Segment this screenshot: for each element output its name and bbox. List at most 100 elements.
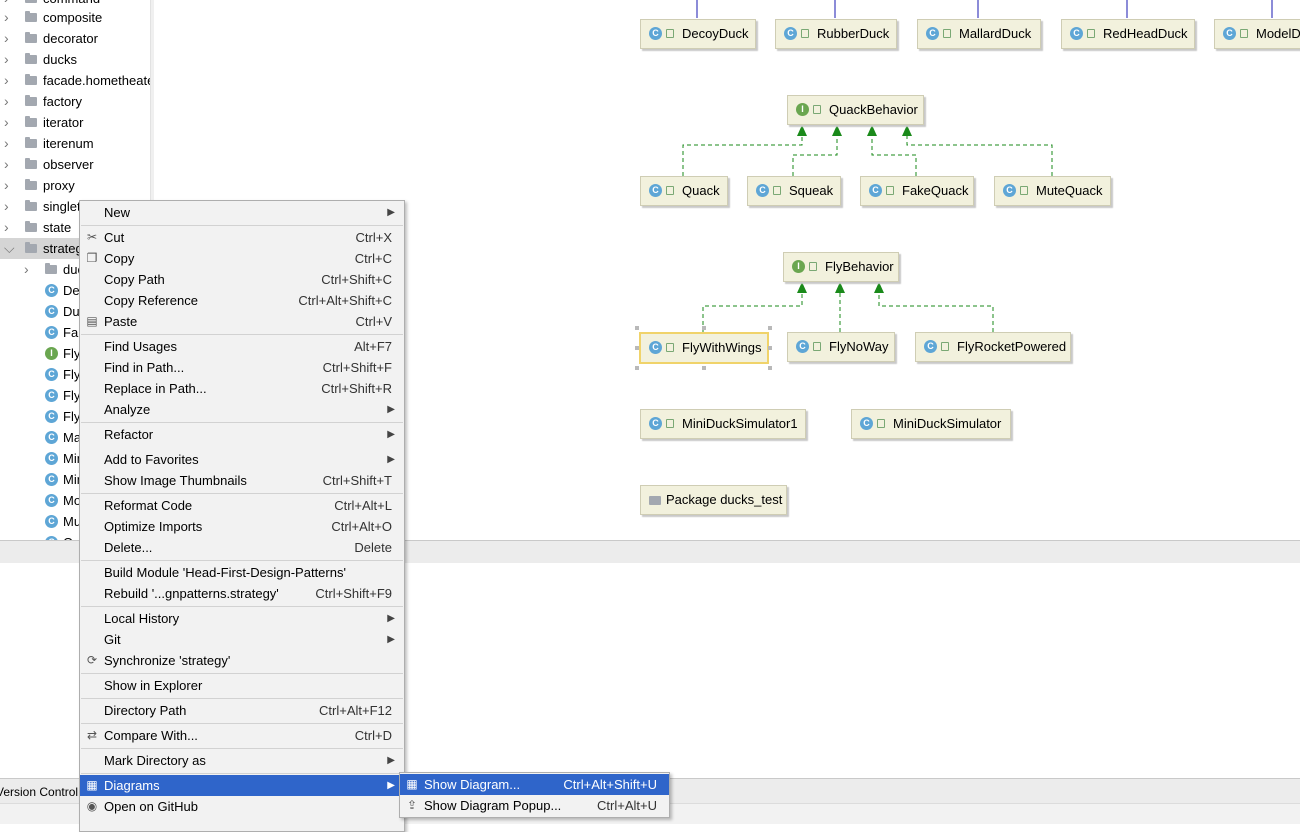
menu-item-git[interactable]: Git▶ [80,629,404,650]
lock-icon [943,29,951,38]
menu-item-refactor[interactable]: Refactor ▶ [80,424,404,445]
selection-handle[interactable] [635,366,639,370]
chevron-right-icon[interactable]: › [4,135,9,151]
tree-item-label: observer [43,157,94,172]
menu-separator [81,422,403,423]
menu-item-synchronize-strategy[interactable]: ⟳Synchronize 'strategy' [80,650,404,671]
class-icon: C [45,410,58,423]
class-icon: C [45,431,58,444]
realization-line-squeak [792,126,838,176]
menu-item-build-module-head-first-design-patterns[interactable]: Build Module 'Head-First-Design-Patterns… [80,562,404,583]
selection-handle[interactable] [702,326,706,330]
node-modelduck[interactable]: CModelDuck [1214,19,1300,49]
version-control-tab[interactable]: Version Control [0,785,79,799]
submenu-item-show-diagram-popup[interactable]: ⇪Show Diagram Popup...Ctrl+Alt+U [400,795,669,816]
menu-item-find-in-path[interactable]: Find in Path...Ctrl+Shift+F [80,357,404,378]
inheritance-arrow-icon [874,282,884,293]
node-label: Quack [682,183,720,198]
node-label: Squeak [789,183,834,198]
menu-item-label: Refactor [104,427,154,442]
node-package-ducks-test[interactable]: Package ducks_test [640,485,787,515]
chevron-right-icon[interactable]: › [4,156,9,172]
node-label: DecoyDuck [682,26,749,41]
selection-handle[interactable] [635,326,639,330]
chevron-right-icon[interactable]: › [24,261,29,277]
selection-handle[interactable] [635,346,639,350]
class-icon: C [860,417,873,430]
chevron-right-icon[interactable]: › [4,177,9,193]
menu-item-diagrams[interactable]: ▦Diagrams▶ [80,775,404,796]
menu-item-open-on-github[interactable]: ◉Open on GitHub [80,796,404,817]
submenu-arrow-icon: ▶ [387,780,395,791]
chevron-right-icon[interactable]: › [4,30,9,46]
menu-item-local-history[interactable]: Local History▶ [80,608,404,629]
folder-icon [45,263,57,274]
menu-item-compare-with[interactable]: ⇄Compare With...Ctrl+D [80,725,404,746]
menu-item-replace-in-path[interactable]: Replace in Path...Ctrl+Shift+R [80,378,404,399]
menu-separator [81,748,403,749]
chevron-right-icon[interactable]: › [4,9,9,25]
menu-item-rebuild-gnpatterns-strategy[interactable]: Rebuild '...gnpatterns.strategy'Ctrl+Shi… [80,583,404,604]
interface-icon: I [45,347,58,360]
chevron-right-icon[interactable]: › [4,219,9,235]
chevron-right-icon[interactable]: › [4,198,9,214]
chevron-right-icon[interactable]: › [4,72,9,88]
menu-item-label: Local History [104,611,180,626]
selection-handle[interactable] [768,366,772,370]
lock-icon [773,186,781,195]
menu-item-new[interactable]: New▶ [80,202,404,223]
menu-item-show-in-explorer[interactable]: Show in Explorer [80,675,404,696]
class-icon: C [924,340,937,353]
tree-item-label: decorator [43,31,98,46]
inheritance-arrow-icon [867,125,877,136]
menu-item-label: Analyze [104,402,151,417]
submenu-arrow-icon: ▶ [387,429,395,440]
menu-item-label: Git [104,632,121,647]
submenu-item-show-diagram[interactable]: ▦Show Diagram...Ctrl+Alt+Shift+U [400,774,669,795]
menu-separator [81,773,403,774]
menu-item-label: Compare With... [104,728,198,743]
folder-icon [25,116,37,127]
chevron-right-icon[interactable]: › [4,93,9,109]
selection-handle[interactable] [768,346,772,350]
menu-item-analyze[interactable]: Analyze▶ [80,399,404,420]
selection-handle[interactable] [702,366,706,370]
menu-item-delete[interactable]: Delete...Delete [80,537,404,558]
chevron-right-icon[interactable]: › [4,51,9,67]
menu-item-shortcut: Ctrl+Shift+T [322,473,392,488]
menu-item-add-to-favorites[interactable]: Add to Favorites▶ [80,449,404,470]
menu-item-label: Reformat Code [104,498,193,513]
tree-item-label: command [43,0,100,9]
chevron-right-icon[interactable]: › [4,114,9,130]
chevron-down-icon[interactable]: ⌵ [4,240,15,256]
menu-item-shortcut: Ctrl+Alt+Shift+U [563,777,657,792]
menu-item-mark-directory-as[interactable]: Mark Directory as▶ [80,750,404,771]
selection-handle[interactable] [768,326,772,330]
folder-icon [25,137,37,148]
